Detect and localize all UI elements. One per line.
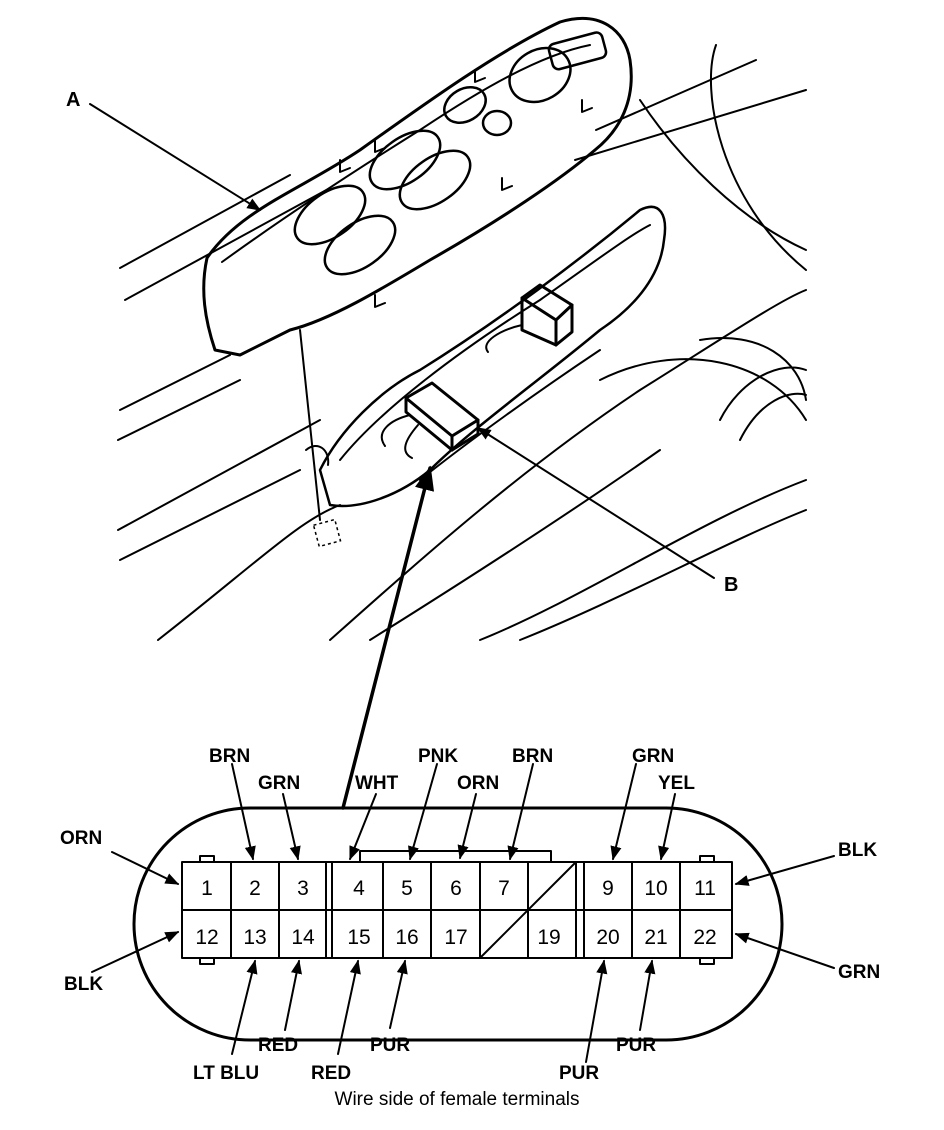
connector-housing	[132, 806, 784, 1042]
wire-label-pin-11: BLK	[838, 840, 877, 861]
diagram-caption: Wire side of female terminals	[335, 1089, 580, 1110]
leader-a	[89, 103, 262, 211]
pin-4: 4	[353, 877, 365, 900]
leader-b	[476, 427, 715, 579]
wire-label-pin-1: ORN	[60, 828, 102, 849]
wire-arrows	[91, 763, 835, 1063]
wire-label-pin-9: GRN	[632, 746, 674, 767]
pin-10: 10	[644, 877, 667, 900]
pin-numbers: 1 2 3 4 5 6 7 9 10 11 12 13 14 15 16 17 …	[195, 877, 716, 949]
wire-label-pin-15: RED	[311, 1063, 351, 1084]
pin-13: 13	[243, 926, 266, 949]
wire-labels: ORN BRN GRN WHT PNK ORN BRN GRN YEL BLK …	[60, 746, 880, 1084]
pin-15: 15	[347, 926, 370, 949]
pin-7: 7	[498, 877, 510, 900]
wire-label-pin-12: BLK	[64, 974, 103, 995]
wire-label-pin-5: PNK	[418, 746, 458, 767]
pin-11: 11	[694, 877, 716, 900]
connector-face	[132, 806, 784, 1042]
wire-label-pin-3: GRN	[258, 773, 300, 794]
wire-label-pin-21: PUR	[616, 1035, 656, 1056]
wire-label-pin-2: BRN	[209, 746, 250, 767]
wire-label-pin-16: PUR	[370, 1035, 410, 1056]
pin-6: 6	[450, 877, 462, 900]
pin-9: 9	[602, 877, 614, 900]
pin-12: 12	[195, 926, 218, 949]
pin-16: 16	[395, 926, 418, 949]
pin-1: 1	[201, 877, 213, 900]
pin-14: 14	[291, 926, 315, 949]
pin-3: 3	[297, 877, 309, 900]
wire-label-pin-13: LT BLU	[193, 1063, 259, 1084]
pin-5: 5	[401, 877, 413, 900]
pin-22: 22	[693, 926, 716, 949]
callout-a: A	[66, 89, 80, 111]
connector-arrow	[341, 465, 435, 810]
door-panel-illustration	[89, 16, 807, 810]
pin-2: 2	[249, 877, 261, 900]
wire-label-pin-7: BRN	[512, 746, 553, 767]
pin-19: 19	[537, 926, 560, 949]
wire-label-pin-22: GRN	[838, 962, 880, 983]
wire-label-pin-20: PUR	[559, 1063, 599, 1084]
pin-21: 21	[644, 926, 667, 949]
wire-label-pin-14: RED	[258, 1035, 298, 1056]
wire-label-pin-10: YEL	[658, 773, 695, 794]
pin-20: 20	[596, 926, 619, 949]
wire-label-pin-4: WHT	[355, 773, 399, 794]
wire-label-pin-6: ORN	[457, 773, 499, 794]
pin-17: 17	[444, 926, 467, 949]
callout-b: B	[724, 574, 738, 596]
